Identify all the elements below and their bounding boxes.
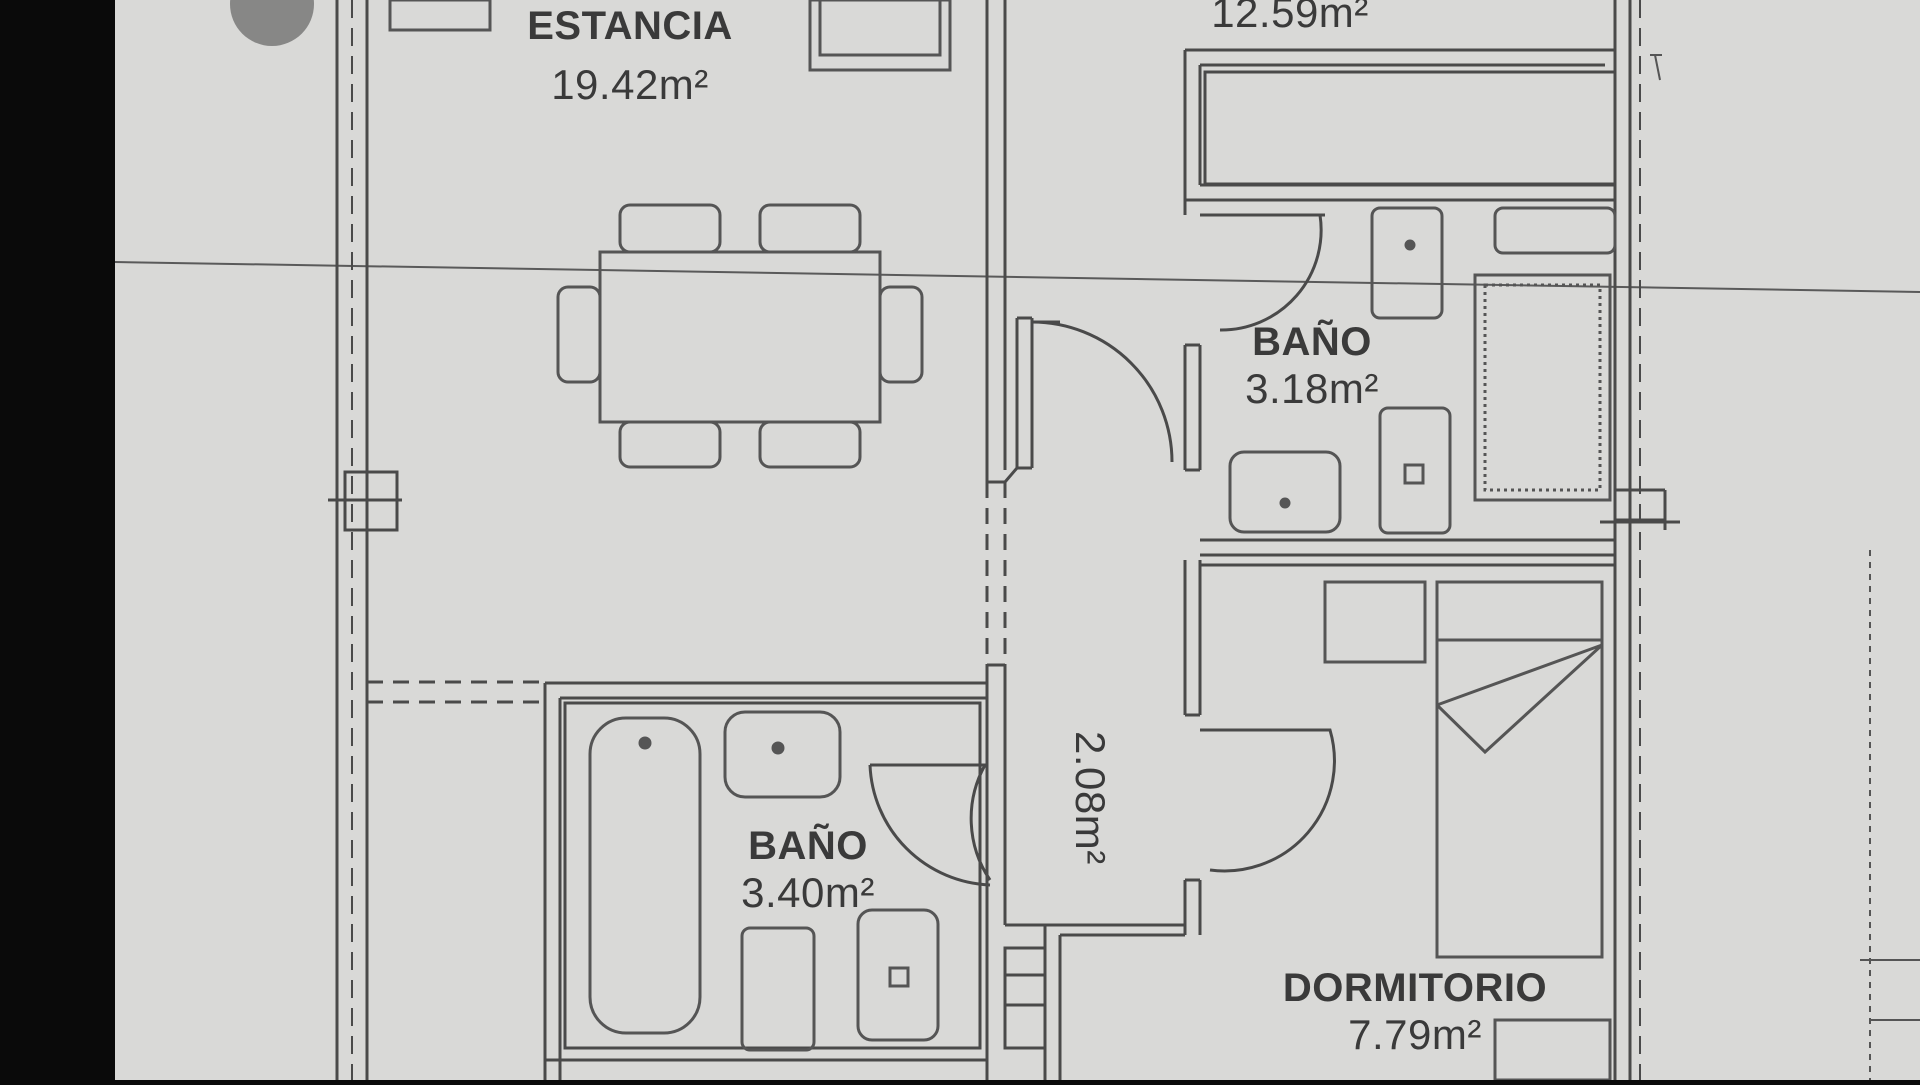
room-label-estancia: ESTANCIA 19.42m² xyxy=(505,6,755,106)
room-name-bano-2: BAÑO xyxy=(748,824,868,868)
room-area-dormitorio: 7.79m² xyxy=(1348,1011,1482,1058)
room-area-pasillo: 2.08m² xyxy=(1067,731,1114,865)
paper-fold-line xyxy=(114,261,1920,293)
room-label-dormitorio: DORMITORIO 7.79m² xyxy=(1255,968,1575,1056)
paper-sheet xyxy=(115,0,1920,1080)
room-name-dormitorio: DORMITORIO xyxy=(1282,966,1548,1010)
room-label-pasillo: 2.08m² xyxy=(1067,731,1114,865)
punch-hole-mark xyxy=(230,0,314,46)
room-label-top: 12.59m² xyxy=(1195,0,1385,34)
room-label-bano-2: BAÑO 3.40m² xyxy=(728,826,888,914)
room-area-bano-2: 3.40m² xyxy=(741,869,875,916)
furniture xyxy=(388,0,1617,1082)
room-area-top: 12.59m² xyxy=(1211,0,1369,36)
edge-marks xyxy=(1650,54,1920,1080)
room-area-bano-1: 3.18m² xyxy=(1245,365,1379,412)
room-name-estancia: ESTANCIA xyxy=(527,4,733,48)
room-area-estancia: 19.42m² xyxy=(551,61,709,108)
room-label-bano-1: BAÑO 3.18m² xyxy=(1232,322,1392,410)
door-swings xyxy=(868,213,1336,887)
room-name-bano-1: BAÑO xyxy=(1252,320,1372,364)
